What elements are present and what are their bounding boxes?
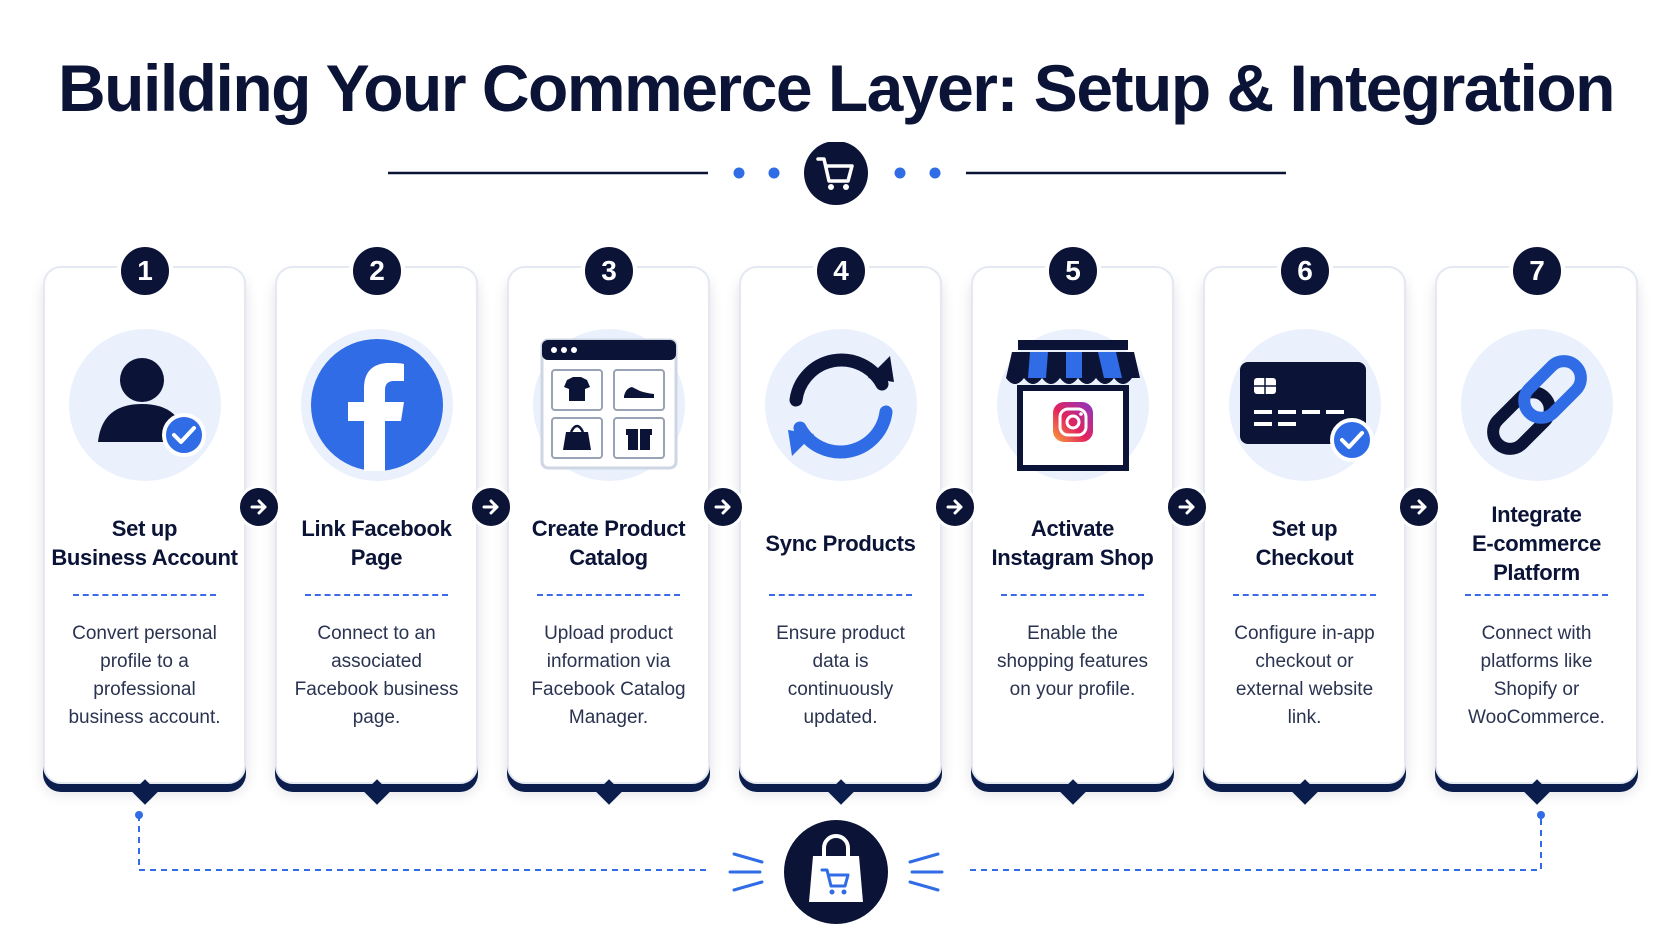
catalog-window-icon (532, 329, 685, 481)
step-number-5: 5 (1045, 243, 1101, 299)
step-title: Integrate E-commerce Platform (1471, 501, 1602, 585)
step-card-6: Set up Checkout Configure in-app checkou… (1203, 266, 1406, 805)
step-description: Connect with platforms like Shopify or W… (1468, 623, 1605, 728)
step-description: Upload product information via Facebook … (531, 623, 686, 728)
step-description: Enable the shopping features on your pro… (996, 623, 1149, 700)
step-card-1: Set up Business Account Convert personal… (43, 266, 246, 805)
step-card-3: Create Product Catalog Upload product in… (507, 266, 710, 805)
chain-link-icon (1460, 329, 1613, 481)
step-title: Sync Products (765, 530, 916, 556)
step-divider (1001, 594, 1144, 596)
facebook-icon (300, 329, 453, 481)
user-check-icon (68, 329, 221, 481)
step-divider (1465, 594, 1608, 596)
step-number-4: 4 (813, 243, 869, 299)
step-number-1: 1 (117, 243, 173, 299)
arrow-right-icon (469, 485, 513, 529)
step-description: Configure in-app checkout or external we… (1234, 623, 1375, 728)
step-title: Activate Instagram Shop (991, 516, 1154, 570)
step-description: Ensure product data is continuously upda… (776, 623, 905, 728)
step-divider (305, 594, 448, 596)
bottom-connector (135, 811, 1545, 924)
step-number-6: 6 (1277, 243, 1333, 299)
instagram-storefront-icon (996, 329, 1149, 481)
credit-card-check-icon (1228, 329, 1381, 481)
sync-icon (764, 329, 917, 481)
shopping-cart-icon (804, 142, 868, 205)
step-divider (537, 594, 680, 596)
arrow-right-icon (1165, 485, 1209, 529)
step-divider (1233, 594, 1376, 596)
shopping-bag-icon (784, 820, 888, 924)
step-card-2: Link Facebook Page Connect to an associa… (275, 266, 478, 805)
step-divider (769, 594, 912, 596)
step-title: Set up Checkout (1255, 516, 1354, 570)
step-number-3: 3 (581, 243, 637, 299)
arrow-right-icon (701, 485, 745, 529)
arrow-right-icon (1397, 485, 1441, 529)
page-title: Building Your Commerce Layer: Setup & In… (58, 51, 1615, 125)
arrow-right-icon (237, 485, 281, 529)
step-title: Set up Business Account (51, 516, 238, 570)
step-card-4: Sync Products Ensure product data is con… (739, 266, 942, 805)
step-description: Connect to an associated Facebook busine… (294, 623, 459, 728)
step-title: Create Product Catalog (531, 516, 686, 570)
step-number-2: 2 (349, 243, 405, 299)
step-number-7: 7 (1509, 243, 1565, 299)
step-description: Convert personal profile to a profession… (68, 623, 221, 728)
step-divider (73, 594, 216, 596)
step-title: Link Facebook Page (301, 516, 452, 570)
step-card-7: Integrate E-commerce Platform Connect wi… (1435, 266, 1638, 805)
title-divider (388, 142, 1286, 205)
step-card-5: Activate Instagram Shop Enable the shopp… (971, 266, 1174, 805)
arrow-right-icon (933, 485, 977, 529)
